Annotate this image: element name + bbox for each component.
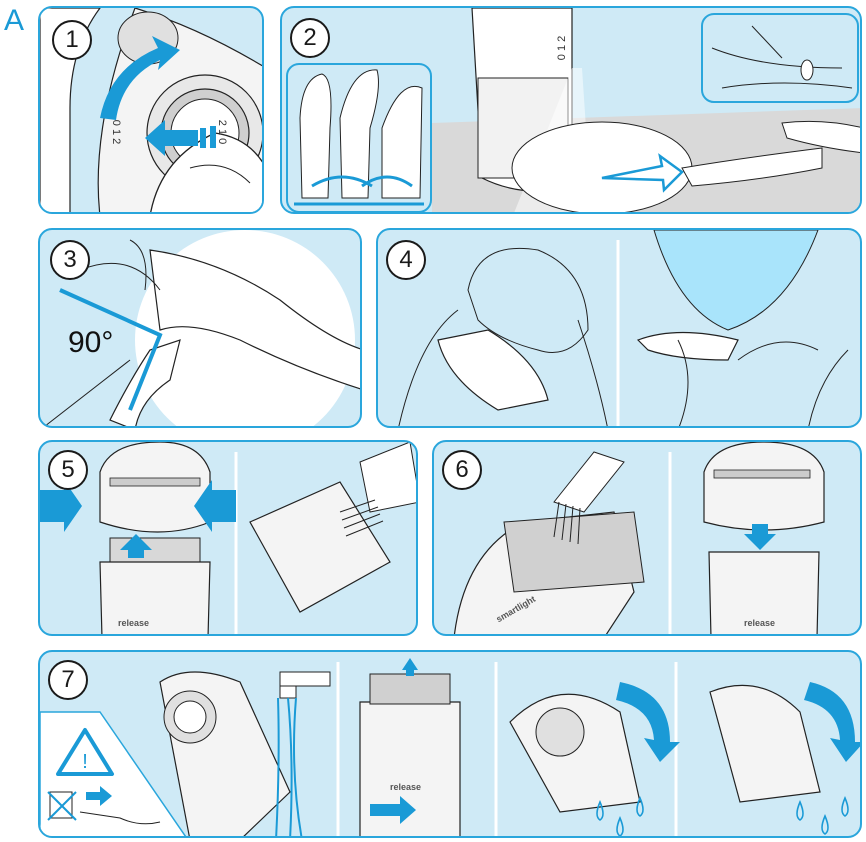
step-2-illustration [282,8,862,214]
step-number: 7 [48,660,88,700]
step-2-panel: 2 0 1 2 [280,6,862,214]
step-5-illustration [40,442,418,636]
dial-mark-top: 0 1 2 [556,36,568,60]
step-5-panel: 5 release [38,440,418,636]
device-label: release [390,782,421,792]
angle-label: 90° [68,326,113,360]
step-4-panel: 4 [376,228,862,428]
lift-up-arrow-icon [402,658,418,676]
device-label: release [118,618,149,628]
step-number: 2 [290,18,330,58]
step-6-panel: 6 smartlight release [432,440,862,636]
step-6-illustration [434,442,862,636]
step-number: 5 [48,450,88,490]
water-tap-icon [280,672,330,698]
step-number: 1 [52,20,92,60]
step-1-panel: 1 0 1 2 2 1 0 [38,6,264,214]
step-number: 6 [442,450,482,490]
step-number: 4 [386,240,426,280]
step-number: 3 [50,240,90,280]
section-letter: A [4,4,24,38]
dial-mark-right: 2 1 0 [216,120,228,144]
dial-mark-left: 0 1 2 [110,120,122,144]
svg-text:!: ! [82,751,88,773]
rotate-down-arrow-icon [804,682,862,762]
step-7-panel: ! 7 rel [38,650,862,838]
step-3-panel: 3 90° [38,228,362,428]
device-label: release [744,618,775,628]
water-drop-icon [597,798,848,836]
step-4-illustration [378,230,862,428]
step-7-illustration: ! [40,652,862,838]
